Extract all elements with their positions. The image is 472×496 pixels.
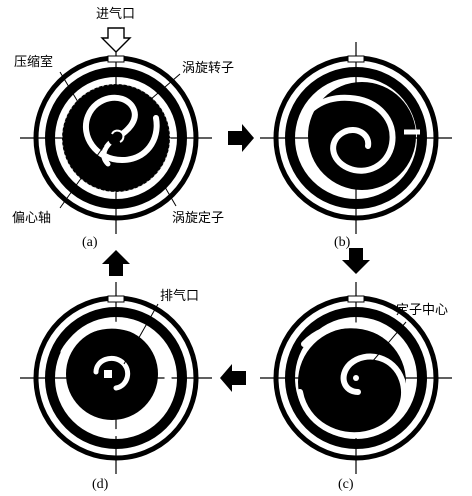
scroll-gap-d xyxy=(58,321,173,437)
caption-b: (b) xyxy=(334,235,351,250)
panel-a xyxy=(20,27,212,234)
inlet-port-a xyxy=(107,55,125,63)
caption-d: (d) xyxy=(92,477,109,492)
caption-c: (c) xyxy=(338,477,354,492)
panel-d xyxy=(20,282,212,474)
outlet-port-d xyxy=(104,370,112,378)
scroll-gap-c xyxy=(297,322,408,439)
stator-center-label: 定子中心 xyxy=(396,303,448,318)
arrow-left-icon xyxy=(220,364,246,392)
panel-b xyxy=(260,42,452,234)
housing-inner-ring-a xyxy=(45,67,187,209)
housing-inner-ring-d xyxy=(45,307,187,449)
compression-chamber-label: 压缩室 xyxy=(14,54,53,70)
inlet-label: 进气口 xyxy=(96,6,135,22)
outlet-label: 排气口 xyxy=(160,288,199,304)
fixed-scroll-label: 涡旋定子 xyxy=(172,211,224,226)
caption-a: (a) xyxy=(82,235,98,250)
orbiting-scroll-label: 涡旋转子 xyxy=(182,61,234,76)
panel-c xyxy=(260,282,452,474)
inlet-arrow-icon xyxy=(100,27,132,53)
scroll-gap-a xyxy=(83,94,160,164)
housing-inner-ring-b xyxy=(285,67,427,209)
arrow-right-icon xyxy=(228,124,254,152)
housing-inner-ring-c xyxy=(285,307,427,449)
eccentric-shaft-label: 偏心轴 xyxy=(12,211,51,226)
arrow-up-icon xyxy=(102,250,130,276)
arrow-down-icon xyxy=(342,248,370,274)
scroll-gap-b xyxy=(297,94,396,174)
